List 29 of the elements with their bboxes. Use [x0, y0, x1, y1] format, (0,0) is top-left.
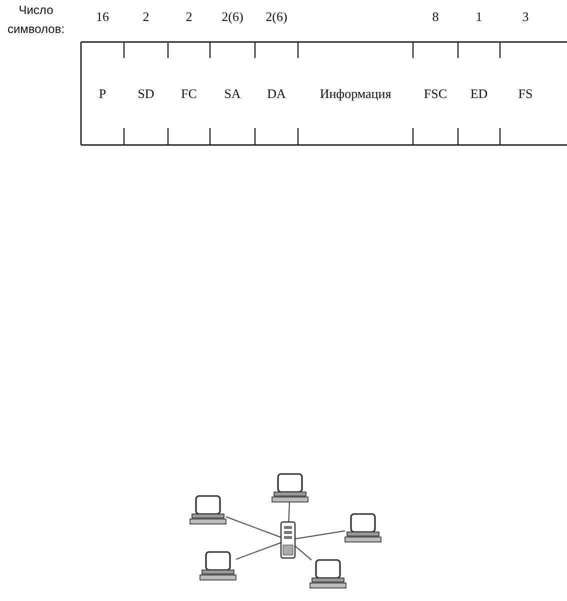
symbol-count: 2(6) [222, 9, 244, 25]
computer-drawing [200, 551, 236, 580]
computer-drawing [190, 495, 226, 524]
field-label: Информация [320, 86, 392, 102]
symbol-count: 8 [432, 9, 439, 25]
symbol-count: 3 [522, 9, 529, 25]
symbol-count: 2(6) [266, 9, 288, 25]
field-label: FSC [424, 86, 448, 102]
network-cable [294, 545, 312, 560]
symbol-count: 16 [96, 9, 109, 25]
symbol-count: 2 [142, 9, 150, 25]
network-cable [236, 542, 282, 560]
symbol-count: 1 [476, 9, 482, 25]
field-label: FC [181, 86, 197, 102]
field-label: SD [138, 86, 154, 102]
computer-drawing [310, 559, 346, 588]
field-label: FS [518, 86, 533, 102]
symbol-count: 2 [186, 9, 192, 25]
field-label: SA [224, 86, 241, 102]
field-label: P [98, 86, 106, 102]
computer-drawing [344, 513, 382, 542]
network-cable [288, 502, 290, 522]
computer-drawing [272, 473, 308, 502]
network-cable [294, 530, 346, 540]
row-heading: Число символов: [6, 2, 66, 38]
field-label: ED [470, 86, 488, 102]
server-drawing [280, 521, 296, 559]
network-cable [226, 516, 282, 538]
field-label: DA [267, 86, 286, 102]
